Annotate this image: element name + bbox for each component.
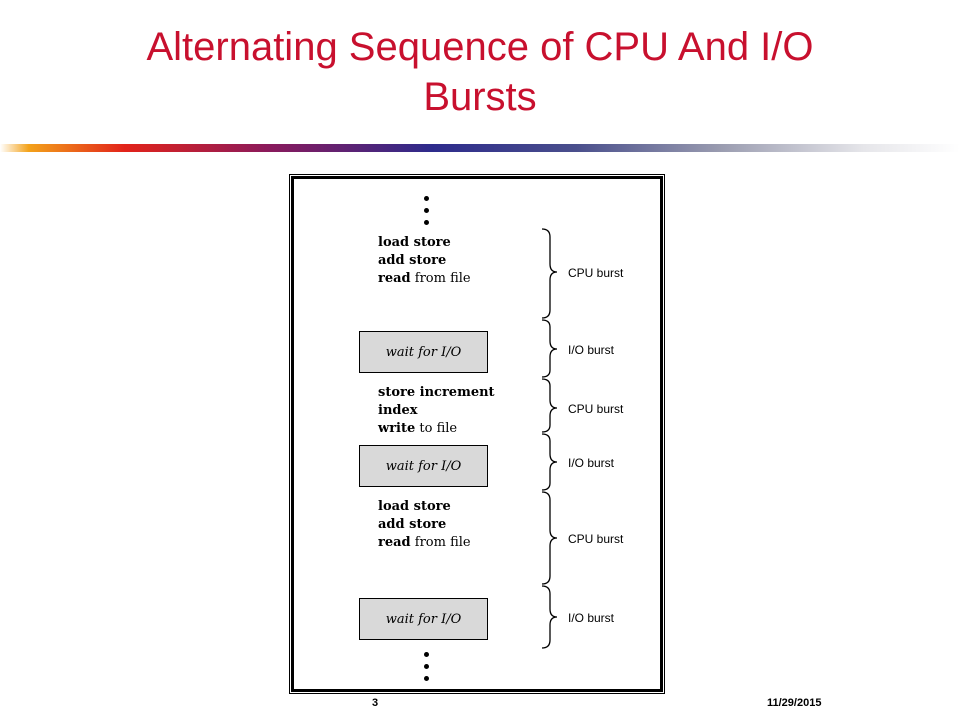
burst-label-io-3: I/O burst bbox=[568, 611, 615, 625]
code-line: store increment bbox=[378, 385, 495, 400]
wait-box-1: wait for I/O bbox=[359, 331, 488, 373]
code-rest: from file bbox=[410, 535, 471, 550]
slide-title-line1: Alternating Sequence of CPU And I/O bbox=[146, 25, 814, 69]
burst-label-io-1: I/O burst bbox=[568, 343, 615, 357]
burst-label-cpu-1: CPU burst bbox=[568, 266, 624, 280]
code-block-3: load store add store read from file bbox=[378, 498, 471, 552]
code-line: add store bbox=[378, 253, 447, 268]
code-rest: to file bbox=[415, 421, 458, 436]
slide-title: Alternating Sequence of CPU And I/O Burs… bbox=[40, 22, 920, 122]
slide-date: 11/29/2015 bbox=[767, 697, 822, 709]
ellipsis-bottom bbox=[424, 652, 430, 688]
code-rest: from file bbox=[410, 271, 471, 286]
burst-label-cpu-3: CPU burst bbox=[568, 532, 624, 546]
slide-title-line2: Bursts bbox=[423, 75, 537, 119]
code-keyword: read bbox=[378, 271, 411, 286]
brace-io-1 bbox=[541, 319, 558, 378]
code-keyword: read bbox=[378, 535, 411, 550]
code-line: add store bbox=[378, 517, 447, 532]
page-number: 3 bbox=[372, 697, 379, 709]
burst-label-io-2: I/O burst bbox=[568, 456, 615, 470]
code-block-2: store increment index write to file bbox=[378, 384, 495, 438]
code-line: load store bbox=[378, 499, 451, 514]
wait-box-2: wait for I/O bbox=[359, 445, 488, 487]
brace-cpu-1 bbox=[541, 228, 558, 319]
code-line: index bbox=[378, 403, 418, 418]
brace-cpu-3 bbox=[541, 491, 558, 585]
ellipsis-top bbox=[424, 196, 430, 232]
burst-label-cpu-2: CPU burst bbox=[568, 402, 624, 416]
code-keyword: write bbox=[378, 421, 416, 436]
brace-io-3 bbox=[541, 585, 558, 649]
brace-cpu-2 bbox=[541, 378, 558, 433]
wait-box-3: wait for I/O bbox=[359, 598, 488, 640]
code-line: load store bbox=[378, 235, 451, 250]
brace-io-2 bbox=[541, 433, 558, 491]
code-block-1: load store add store read from file bbox=[378, 234, 471, 288]
title-gradient-bar bbox=[0, 144, 960, 152]
